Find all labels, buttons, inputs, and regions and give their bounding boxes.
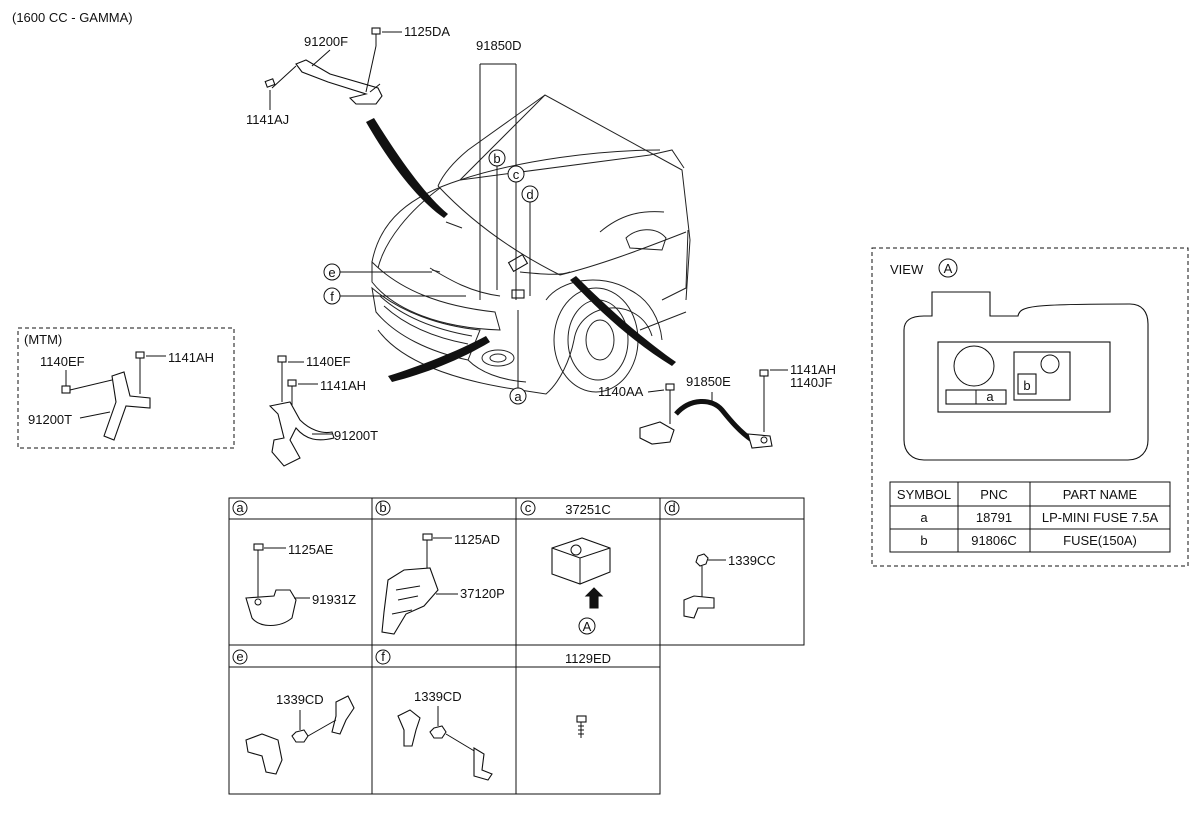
svg-text:b: b	[493, 151, 500, 166]
mtm-label-1141ah: 1141AH	[168, 350, 214, 365]
view-title: VIEW	[890, 262, 924, 277]
label-37251c: 37251C	[565, 502, 611, 517]
detail-grid: a 1125AE 91931Z b 1125AD 37120P c	[228, 497, 805, 795]
callout-c: c	[507, 165, 525, 254]
label-1125da: 1125DA	[404, 24, 450, 39]
detail-f: f 1339CD	[375, 649, 493, 781]
label-1339cc: 1339CC	[728, 553, 776, 568]
table-header-symbol: SYMBOL	[897, 487, 951, 502]
label-1339cd-e: 1339CD	[276, 692, 324, 707]
svg-text:e: e	[236, 649, 243, 664]
label-91200f: 91200F	[304, 34, 348, 49]
label-1140aa: 1140AA	[598, 384, 644, 399]
part-91200t: 1140EF 1141AH 91200T	[268, 354, 378, 467]
detail-d: d 1339CC	[664, 500, 776, 619]
label-1141ah-right: 1141AH	[790, 362, 836, 377]
mtm-title: (MTM)	[24, 332, 62, 347]
fuse-label-b: b	[1023, 378, 1030, 393]
label-1140ef: 1140EF	[306, 354, 351, 369]
table-cell: a	[920, 510, 928, 525]
svg-text:e: e	[328, 265, 335, 280]
pointer-bands	[366, 118, 676, 382]
part-91850e: 1141AH 1140JF 1140AA 91850E	[598, 362, 836, 449]
table-cell: b	[920, 533, 927, 548]
label-91200t: 91200T	[334, 428, 378, 443]
svg-text:A: A	[583, 619, 592, 634]
callout-e: e	[323, 263, 432, 281]
mtm-box: (MTM) 1140EF 1141AH 91200T	[17, 327, 235, 449]
svg-text:f: f	[330, 289, 334, 304]
detail-b: b 1125AD 37120P	[375, 500, 505, 635]
svg-text:b: b	[379, 500, 386, 515]
callout-f: f	[323, 287, 466, 305]
label-1125ae: 1125AE	[288, 542, 334, 557]
label-1339cd-f: 1339CD	[414, 689, 462, 704]
part-91200f: 91200F 1125DA 1141AJ	[246, 24, 450, 127]
mtm-label-1140ef: 1140EF	[40, 354, 85, 369]
label-37120p: 37120P	[460, 586, 505, 601]
fuse-label-a: a	[986, 389, 994, 404]
mtm-label-91200t: 91200T	[28, 412, 72, 427]
view-marker: A	[944, 261, 953, 276]
label-91850e: 91850E	[686, 374, 731, 389]
label-1125ad: 1125AD	[454, 532, 500, 547]
label-1141aj: 1141AJ	[246, 112, 289, 127]
callout-a: a	[509, 310, 527, 405]
table-cell: 91806C	[971, 533, 1017, 548]
svg-text:a: a	[514, 389, 522, 404]
car-illustration	[371, 94, 691, 395]
engine-title: (1600 CC - GAMMA)	[12, 10, 133, 25]
svg-text:c: c	[525, 500, 532, 515]
detail-e: e 1339CD	[232, 649, 355, 775]
svg-text:d: d	[668, 500, 675, 515]
label-1140jf: 1140JF	[790, 375, 832, 390]
label-1141ah: 1141AH	[320, 378, 366, 393]
table-header-pnc: PNC	[980, 487, 1007, 502]
label-1129ed: 1129ED	[565, 651, 611, 666]
detail-1129ed: 1129ED	[565, 651, 611, 738]
label-91931z: 91931Z	[312, 592, 356, 607]
detail-c: c 37251C A	[520, 500, 611, 635]
svg-text:c: c	[513, 167, 520, 182]
callout-b: b	[488, 149, 506, 290]
label-91850d: 91850D	[476, 38, 522, 53]
svg-text:a: a	[236, 500, 244, 515]
callout-d: d	[521, 185, 539, 296]
view-a-panel: VIEW A a b	[871, 247, 1189, 567]
pnc-table: SYMBOL PNC PART NAME a 18791 LP-MINI FUS…	[889, 481, 1171, 553]
svg-text:f: f	[381, 649, 385, 664]
table-cell: 18791	[976, 510, 1012, 525]
table-header-part-name: PART NAME	[1063, 487, 1138, 502]
detail-a: a 1125AE 91931Z	[232, 500, 356, 627]
table-cell: LP-MINI FUSE 7.5A	[1042, 510, 1159, 525]
table-cell: FUSE(150A)	[1063, 533, 1137, 548]
svg-text:d: d	[526, 187, 533, 202]
